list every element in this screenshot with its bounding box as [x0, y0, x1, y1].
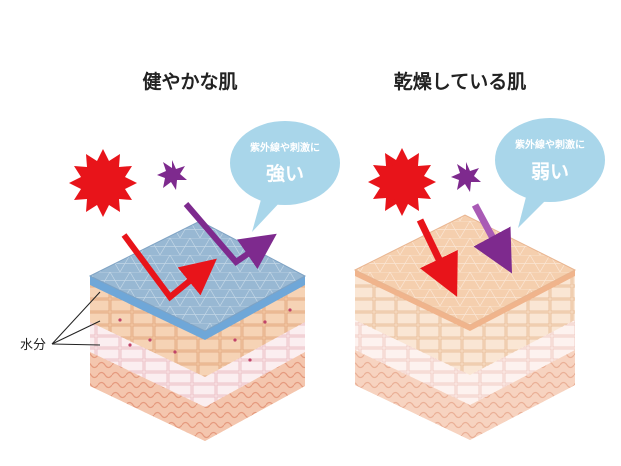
dry-cube-left-deep [355, 320, 470, 405]
healthy-bubble-line1: 紫外線や刺激に [250, 141, 320, 154]
dry-sun-icon [368, 148, 436, 216]
dry-irritant-arrow [471, 203, 512, 274]
dry-speech-bubble: 紫外線や刺激に 弱い [495, 118, 605, 228]
dry-barrier-left [355, 270, 470, 331]
dry-skin-cube [353, 214, 577, 440]
healthy-bubble-line2: 強い [266, 163, 304, 185]
healthy-moisture-dots [118, 308, 292, 362]
healthy-skin-title: 健やかな肌 [142, 70, 237, 93]
dry-barrier-right [470, 270, 575, 331]
dry-cube-left-fiber [355, 350, 470, 440]
healthy-cube-left-deep [90, 322, 205, 407]
moisture-label: 水分 [20, 338, 46, 353]
healthy-skin-cube [88, 220, 307, 441]
healthy-speech-bubble: 紫外線や刺激に 強い [230, 121, 340, 232]
healthy-cube-right-deep [205, 322, 305, 407]
healthy-barrier-left [90, 276, 205, 340]
moisture-pointer-lines [51, 291, 101, 346]
dry-cube-right-deep [470, 320, 575, 405]
dry-uv-arrow [416, 218, 458, 297]
healthy-cube-left-fiber [90, 352, 205, 441]
healthy-irritant-arrow [183, 202, 277, 270]
dry-skin-title: 乾燥している肌 [394, 70, 526, 93]
healthy-sun-icon [69, 149, 137, 217]
healthy-barrier-right [205, 276, 305, 340]
dry-irritant-icon [451, 162, 481, 192]
healthy-irritant-icon [157, 160, 187, 190]
dry-bubble-line1: 紫外線や刺激に [515, 138, 585, 151]
dry-cube-right-fiber [470, 350, 575, 440]
dry-bubble-line2: 弱い [531, 161, 569, 183]
healthy-cube-right-fiber [205, 352, 305, 441]
healthy-uv-arrow [121, 233, 217, 302]
